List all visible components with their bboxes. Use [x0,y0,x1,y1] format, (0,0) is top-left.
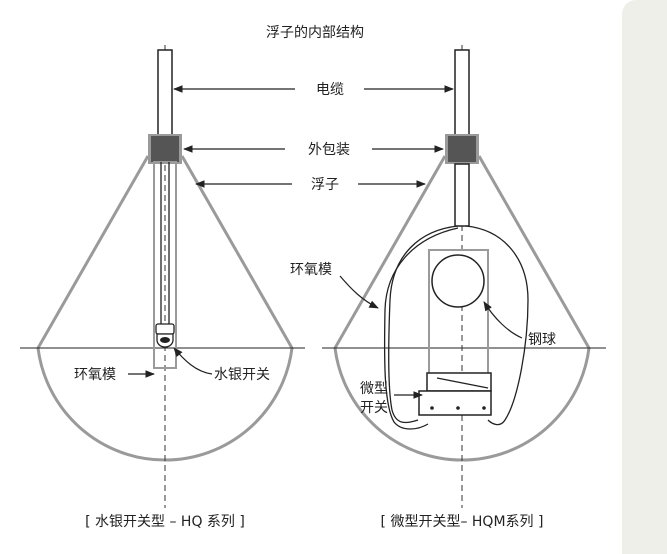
caption-left: [ 水银开关型 – HQ 系列 ] [85,514,245,530]
mercury-switch-arrow [173,347,213,375]
right-switch-terminal-1 [430,406,434,410]
right-cable [454,49,470,137]
diagram-title: 浮子的内部结构 [266,25,364,41]
side-panel [622,0,667,554]
left-epoxy-tube [153,161,177,369]
right-outer-package-core [448,136,476,162]
right-micro-switch-body [418,390,492,416]
label-cable: 电缆 [316,82,344,98]
right-float [322,45,606,508]
right-cable-stub [454,163,470,227]
epoxy-right-arrow [339,275,379,309]
label-outer-package: 外包装 [308,142,350,158]
right-switch-terminal-3 [482,406,486,410]
label-epoxy-left: 环氧模 [74,367,116,383]
label-mercury-switch: 水银开关 [214,367,270,383]
right-switch-terminal-2 [456,406,460,410]
left-float [20,45,305,508]
right-steel-ball [431,254,485,308]
right-micro-switch-lever [436,377,489,389]
left-mercury-drop [160,337,170,343]
right-wire-loop-outer-2 [383,227,459,430]
caption-right: [ 微型开关型– HQM系列 ] [381,514,544,530]
left-cable [157,49,173,137]
right-wire-loop-outer [388,225,459,424]
label-steel-ball: 钢球 [528,332,556,348]
left-outer-package-core [151,136,179,162]
left-mercury-switch-cap [155,323,175,335]
callouts [128,85,523,399]
label-micro-switch-2: 开关 [360,400,388,416]
label-epoxy-right: 环氧模 [290,262,332,278]
steel-ball-arrow [483,301,523,339]
right-wire-loop-inner [465,225,529,426]
label-micro-switch-1: 微型 [360,381,388,397]
label-float: 浮子 [311,177,339,193]
